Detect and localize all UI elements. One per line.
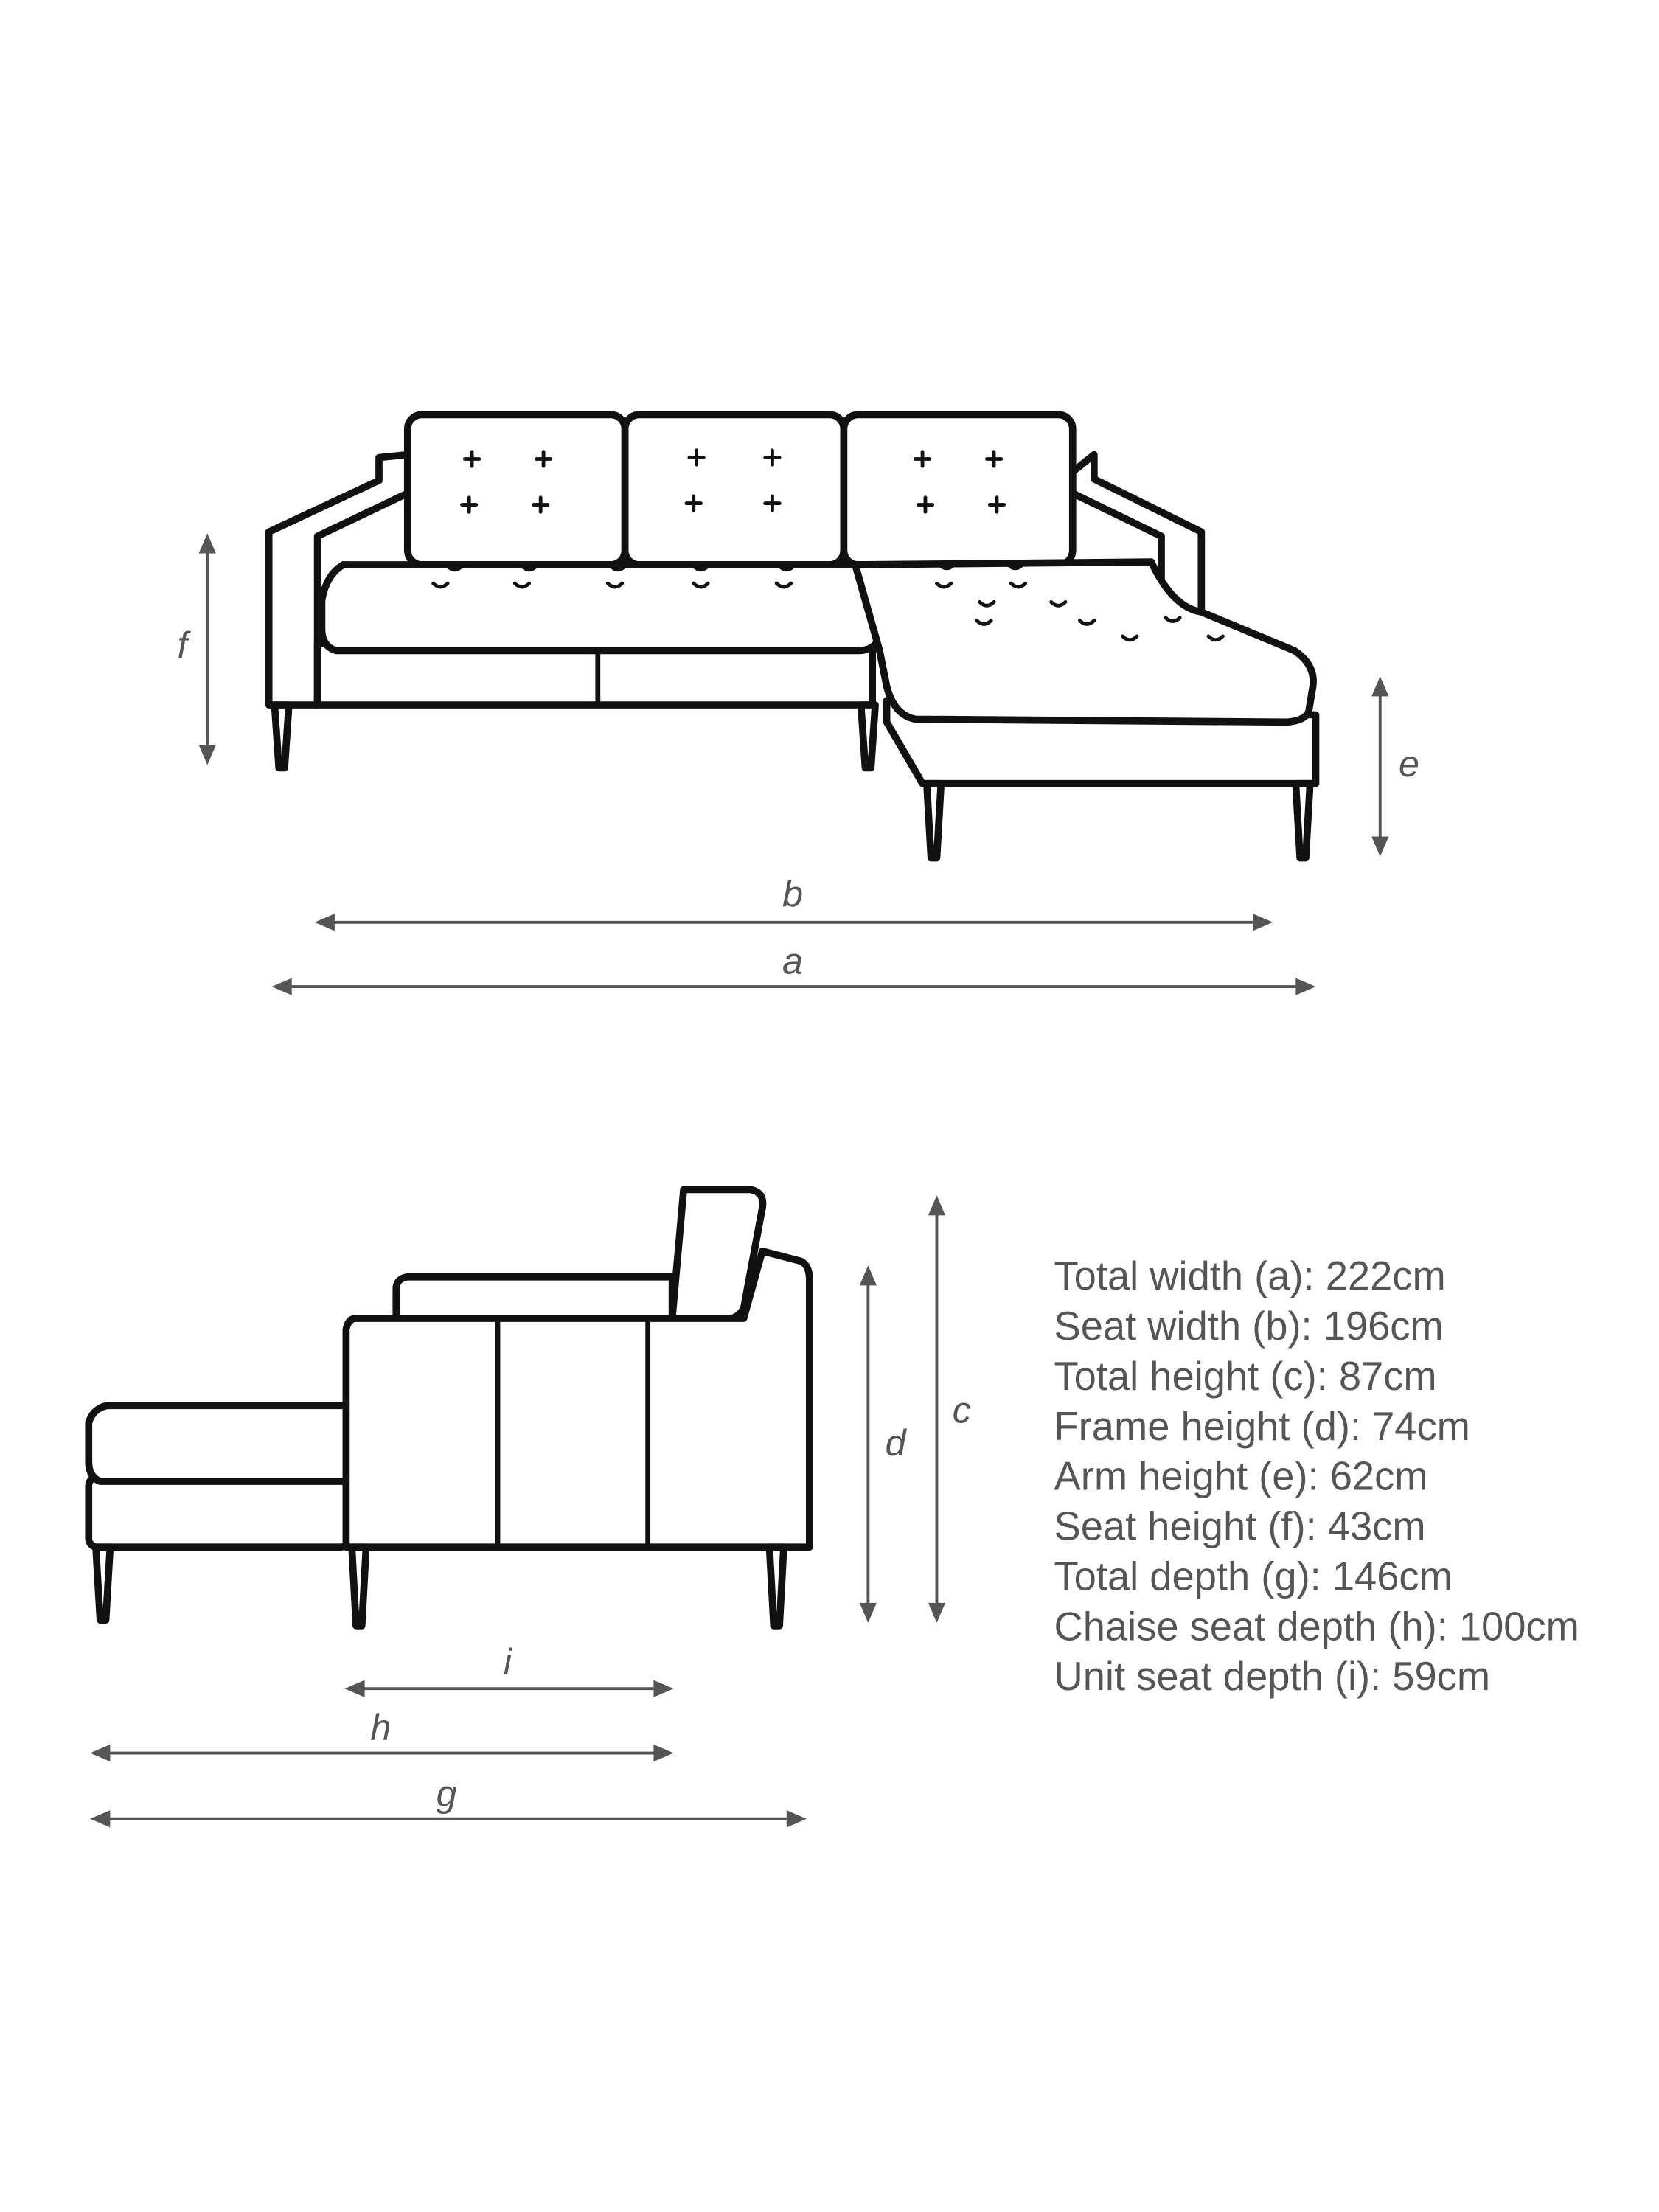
dimension-b: b — [314, 872, 1273, 931]
side-view — [85, 1186, 813, 1630]
label-a: a — [782, 940, 803, 982]
spec-total-width: Total width (a): 222cm — [1054, 1253, 1446, 1298]
front-view — [265, 411, 1320, 862]
seat-tuft — [1078, 619, 1096, 626]
main-body-side — [342, 1247, 813, 1551]
spec-total-depth: Total depth (g): 146cm — [1054, 1554, 1453, 1599]
dimension-c: c — [928, 1195, 971, 1624]
spec-unit-seat-depth: Unit seat depth (i): 59cm — [1054, 1654, 1491, 1699]
seat-tuft — [1121, 634, 1139, 642]
seat-cushion — [318, 561, 883, 655]
leg — [1292, 779, 1314, 862]
button-tufts — [431, 448, 1225, 642]
dimension-a: a — [271, 940, 1316, 995]
seat-tuft — [1006, 563, 1025, 571]
seat-tuft — [1009, 581, 1028, 589]
seat-tuft — [774, 581, 793, 589]
dimension-d: d — [859, 1265, 908, 1624]
button-tuft — [763, 448, 782, 467]
seat-tuft — [975, 619, 993, 626]
button-tuft — [687, 448, 706, 467]
spec-arm-height: Arm height (e): 62cm — [1054, 1454, 1428, 1499]
label-i: i — [504, 1641, 513, 1683]
dimension-e: e — [1371, 676, 1419, 857]
button-tuft — [916, 495, 935, 514]
label-d: d — [886, 1422, 908, 1464]
chaise-side-base — [85, 1473, 353, 1551]
leg — [923, 779, 945, 862]
label-h: h — [370, 1706, 391, 1748]
dimension-g: g — [90, 1772, 807, 1828]
seat-tuft — [777, 564, 796, 572]
leg — [765, 1543, 787, 1630]
leg — [857, 701, 879, 772]
seat-tuft — [935, 581, 953, 589]
seat-tuft — [445, 564, 464, 572]
label-g: g — [437, 1772, 457, 1814]
button-tuft — [684, 494, 703, 512]
seat-tuft — [431, 581, 450, 589]
button-tuft — [462, 450, 481, 468]
button-tuft — [984, 450, 1004, 468]
seat-tuft — [978, 599, 996, 608]
spec-chaise-seat-depth: Chaise seat depth (h): 100cm — [1054, 1604, 1579, 1649]
leg — [92, 1543, 114, 1624]
spec-frame-height: Frame height (d): 74cm — [1054, 1404, 1470, 1449]
seat-tuft — [520, 564, 538, 572]
dimension-f: f — [178, 533, 216, 765]
dimension-i: i — [344, 1641, 674, 1697]
back-cushion-right — [840, 411, 1077, 568]
button-tuft — [534, 450, 553, 468]
seat-tuft — [692, 581, 710, 589]
back-cushion-middle — [621, 411, 848, 568]
back-cushion-left — [403, 411, 629, 568]
seat-tuft — [1206, 634, 1225, 642]
button-tuft — [460, 495, 479, 514]
label-c: c — [953, 1389, 971, 1431]
chaise-side-cushion — [85, 1402, 353, 1485]
seat-tuft — [608, 564, 627, 572]
leg — [271, 701, 293, 772]
button-tuft — [987, 495, 1006, 514]
seat-tuft — [605, 581, 625, 589]
chaise-cushion — [852, 558, 1317, 726]
seat-tuft — [1164, 616, 1182, 624]
seat-back-side — [392, 1273, 676, 1322]
seat-tuft — [512, 581, 532, 589]
seat-tuft — [1049, 599, 1068, 608]
seat-tuft — [937, 563, 956, 571]
seat-tuft — [692, 564, 710, 572]
label-b: b — [782, 872, 803, 914]
button-tuft — [532, 495, 550, 514]
spec-seat-width: Seat width (b): 196cm — [1054, 1304, 1444, 1349]
spec-total-height: Total height (c): 87cm — [1054, 1354, 1437, 1399]
spec-seat-height: Seat height (f): 43cm — [1054, 1504, 1426, 1549]
leg — [348, 1543, 370, 1630]
label-e: e — [1399, 742, 1419, 785]
button-tuft — [913, 450, 932, 468]
specifications-list: Total width (a): 222cm Seat width (b): 1… — [1054, 1253, 1579, 1699]
dimension-h: h — [90, 1706, 674, 1762]
button-tuft — [763, 494, 782, 512]
label-f: f — [178, 624, 192, 666]
